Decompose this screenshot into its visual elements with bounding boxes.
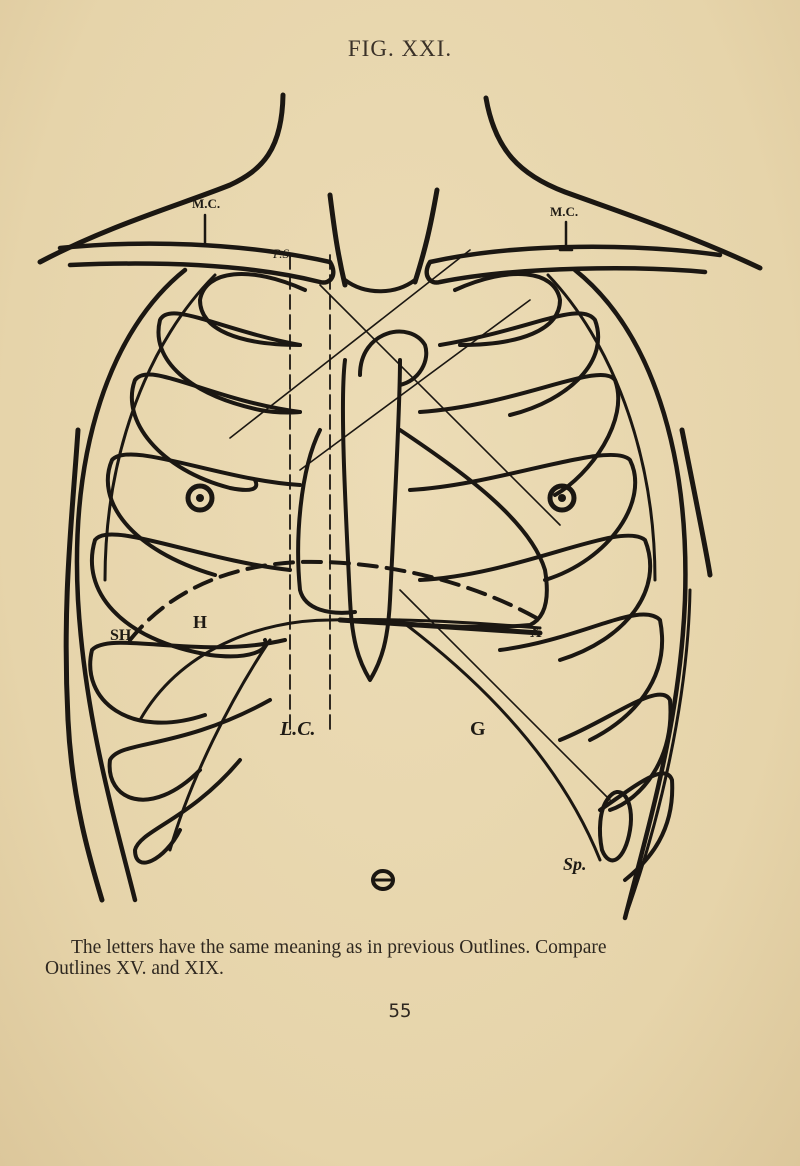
page-number: 55 — [388, 1000, 412, 1022]
left-rib-3 — [129, 372, 302, 492]
label-g: G — [470, 718, 486, 740]
label-mc-left: M.C. — [192, 196, 220, 211]
neck-left-outline — [37, 92, 286, 265]
diagonal-line-right — [319, 284, 561, 526]
right-clavicle — [424, 244, 723, 285]
right-rib-8 — [598, 771, 675, 882]
dashed-dullness-line — [128, 559, 542, 642]
right-rib-3 — [418, 372, 621, 497]
diagonal-line-heart — [299, 299, 531, 471]
caption-line-1: The letters have the same meaning as in … — [71, 937, 607, 958]
label-ps: P.S. — [272, 246, 292, 261]
heart-apex-outline — [358, 428, 549, 630]
left-rib-4 — [105, 452, 302, 577]
label-lc: L.C. — [279, 718, 316, 740]
sternum — [340, 358, 402, 682]
label-sh: SH — [110, 627, 132, 644]
right-rib-5 — [418, 533, 652, 662]
left-rib-2 — [156, 311, 302, 415]
left-chest-wall — [74, 267, 188, 903]
mid-clavicular-right-marker — [558, 220, 574, 252]
label-x: X — [530, 624, 542, 641]
right-flank — [623, 588, 692, 920]
right-outer-torso — [679, 427, 713, 578]
sternomastoid-left — [327, 192, 348, 288]
left-rib-6 — [88, 638, 287, 725]
caption-line-2: Outlines XV. and XIX. — [45, 958, 224, 979]
left-rib-7 — [107, 698, 272, 802]
label-h: H — [193, 612, 207, 632]
right-chest-wall — [572, 267, 688, 921]
left-rib-5 — [89, 532, 292, 659]
right-rib-4 — [408, 452, 637, 582]
figure-caption: The letters have the same meaning as in … — [45, 937, 765, 979]
thorax-outline-diagram: M.C. M.C. P.S. SH H L.C. G X Sp. — [37, 92, 763, 921]
costal-margin-left — [168, 638, 272, 852]
sternomastoid-right — [412, 187, 440, 285]
right-heart-border — [296, 428, 357, 615]
left-nipple-marker — [185, 483, 215, 513]
spleen-outline — [597, 790, 633, 863]
neck-right-outline — [483, 95, 763, 271]
right-rib-7 — [558, 692, 673, 812]
left-rib-1 — [198, 272, 307, 347]
mid-clavicular-left-marker — [197, 213, 213, 247]
xiphoid-line — [337, 617, 543, 636]
liver-boundary — [138, 617, 542, 722]
diagonal-line-left — [229, 249, 471, 439]
suprasternal-notch — [343, 278, 417, 294]
figure-title: FIG. XXI. — [347, 36, 453, 61]
left-rib-8 — [133, 758, 242, 865]
aortic-arch — [358, 329, 429, 387]
right-nipple-marker — [547, 483, 577, 513]
right-rib-6 — [498, 612, 664, 742]
left-clavicle — [57, 241, 336, 285]
label-mc-right: M.C. — [550, 204, 578, 219]
label-sp: Sp. — [563, 854, 587, 874]
right-rib-2 — [438, 311, 601, 417]
costal-margin-right — [398, 618, 602, 862]
umbilicus-marker — [371, 869, 395, 891]
right-rib-1 — [453, 272, 562, 347]
left-inner-wall — [103, 273, 217, 582]
left-outer-torso — [63, 427, 105, 903]
right-inner-wall — [546, 273, 657, 582]
